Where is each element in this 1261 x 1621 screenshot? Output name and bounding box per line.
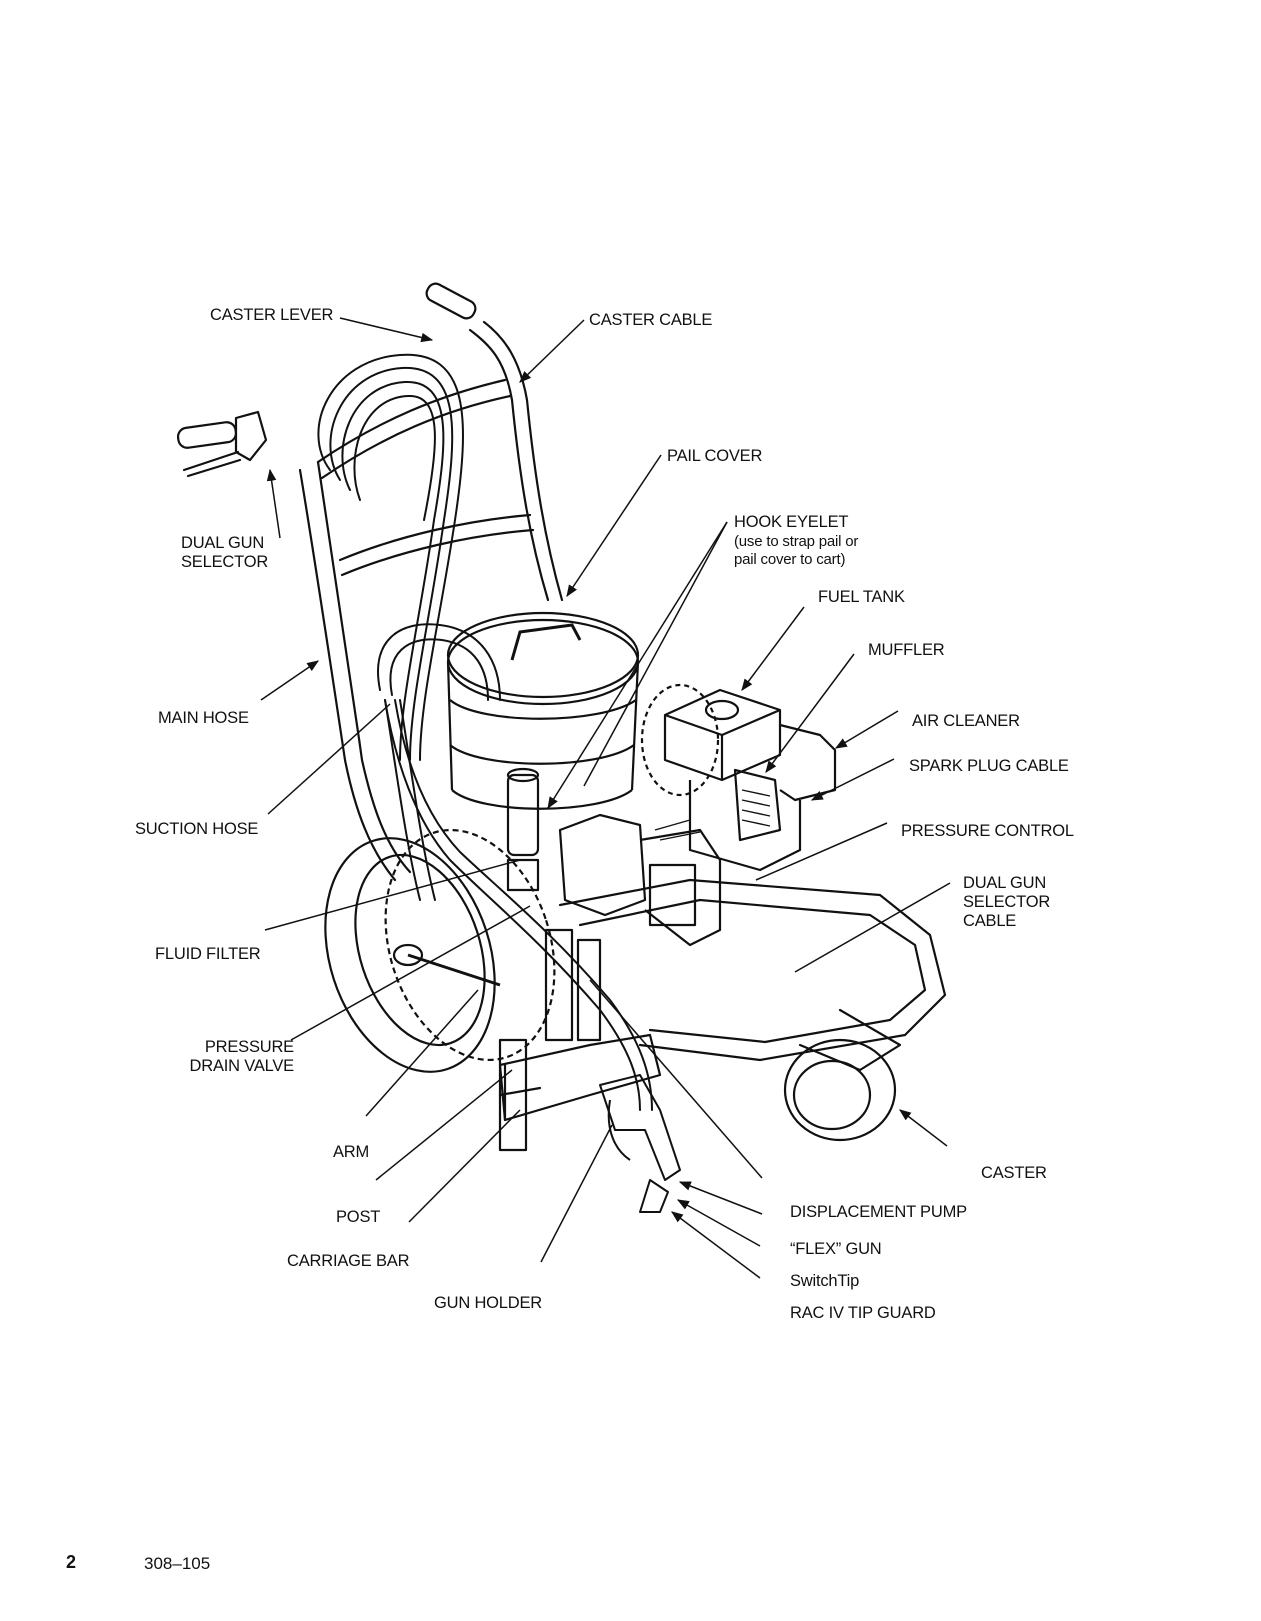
fuel-tank-leader	[741, 606, 805, 691]
caster-cable-leader	[519, 319, 585, 383]
dual-gun-selector-cable-label-1: DUAL GUN	[963, 874, 1047, 892]
air-cleaner-leader	[834, 710, 899, 749]
tip-guard-leader	[671, 1211, 761, 1279]
spray-gun	[599, 1074, 681, 1213]
displacement-pump-leader	[589, 979, 763, 1179]
gun-holder-label: GUN HOLDER	[434, 1294, 543, 1312]
displacement-pump-label: DISPLACEMENT PUMP	[790, 1203, 967, 1221]
switchtip-leader	[676, 1199, 761, 1247]
spark-plug-cable-leader	[810, 758, 895, 801]
pressure-control-leader	[755, 822, 888, 881]
main-hose-label: MAIN HOSE	[158, 709, 249, 727]
pail-cover-leader	[566, 454, 662, 597]
caster-cable-label: CASTER CABLE	[589, 311, 713, 329]
fuel-tank-label: FUEL TANK	[818, 588, 905, 606]
gun-holder-leader	[540, 1124, 613, 1263]
spark-plug-cable-label: SPARK PLUG CABLE	[909, 757, 1069, 775]
suction-hose-label: SUCTION HOSE	[135, 820, 259, 838]
dual-gun-selector-label-2: SELECTOR	[181, 553, 269, 571]
muffler-label: MUFFLER	[868, 641, 945, 659]
caster-label: CASTER	[981, 1164, 1047, 1182]
pressure-drain-valve-label-2: DRAIN VALVE	[189, 1057, 295, 1075]
pressure-control-label: PRESSURE CONTROL	[901, 822, 1074, 840]
pressure-drain-valve-leader	[290, 905, 531, 1041]
dual-gun-selector-cable-label-3: CABLE	[963, 912, 1017, 930]
caster-lever-leader	[339, 317, 434, 343]
caster-lever-label: CASTER LEVER	[210, 306, 334, 324]
switchtip-label: SwitchTip	[790, 1272, 860, 1290]
dual-gun-selector-cable-leader	[794, 882, 951, 973]
carriage-bar-leader	[408, 1109, 521, 1223]
dual-gun-selector-label-1: DUAL GUN	[181, 534, 265, 552]
post-label: POST	[336, 1208, 381, 1226]
tip-guard-label: RAC IV TIP GUARD	[790, 1304, 936, 1322]
hook-eyelet-leader-2	[583, 521, 728, 787]
fluid-filter-label: FLUID FILTER	[155, 945, 261, 963]
pump-motor	[506, 767, 722, 1042]
document-number: 308–105	[144, 1554, 211, 1573]
flex-gun-label: “FLEX” GUN	[790, 1240, 882, 1258]
carriage-bar-label: CARRIAGE BAR	[287, 1252, 410, 1270]
page-number: 2	[66, 1552, 77, 1572]
arm-label: ARM	[333, 1143, 370, 1161]
pressure-drain-valve-label-1: PRESSURE	[204, 1038, 294, 1056]
cart-frame	[176, 282, 947, 1152]
hook-eyelet-note-1: (use to strap pail or	[734, 533, 859, 550]
dual-gun-selector-cable-label-2: SELECTOR	[963, 893, 1051, 911]
hook-eyelet-note-2: pail cover to cart)	[734, 551, 846, 568]
post-leader	[375, 1069, 513, 1181]
engine	[663, 688, 837, 872]
air-cleaner-label: AIR CLEANER	[912, 712, 1020, 730]
dual-gun-selector-leader	[266, 468, 281, 539]
leader-lines	[260, 317, 951, 1279]
suction-hose-leader	[267, 703, 391, 815]
flex-gun-leader	[678, 1181, 763, 1215]
main-hose-leader	[260, 660, 319, 701]
hoses	[317, 353, 653, 1111]
arm-leader	[365, 989, 479, 1117]
muffler-leader	[765, 653, 855, 773]
pail-cover-label: PAIL COVER	[667, 447, 763, 465]
paint-pail	[446, 611, 640, 810]
hook-eyelet-leader-1	[547, 521, 728, 810]
hook-eyelet-label: HOOK EYELET	[734, 513, 849, 531]
fluid-filter-leader	[264, 859, 521, 931]
caster-leader	[899, 1109, 948, 1147]
